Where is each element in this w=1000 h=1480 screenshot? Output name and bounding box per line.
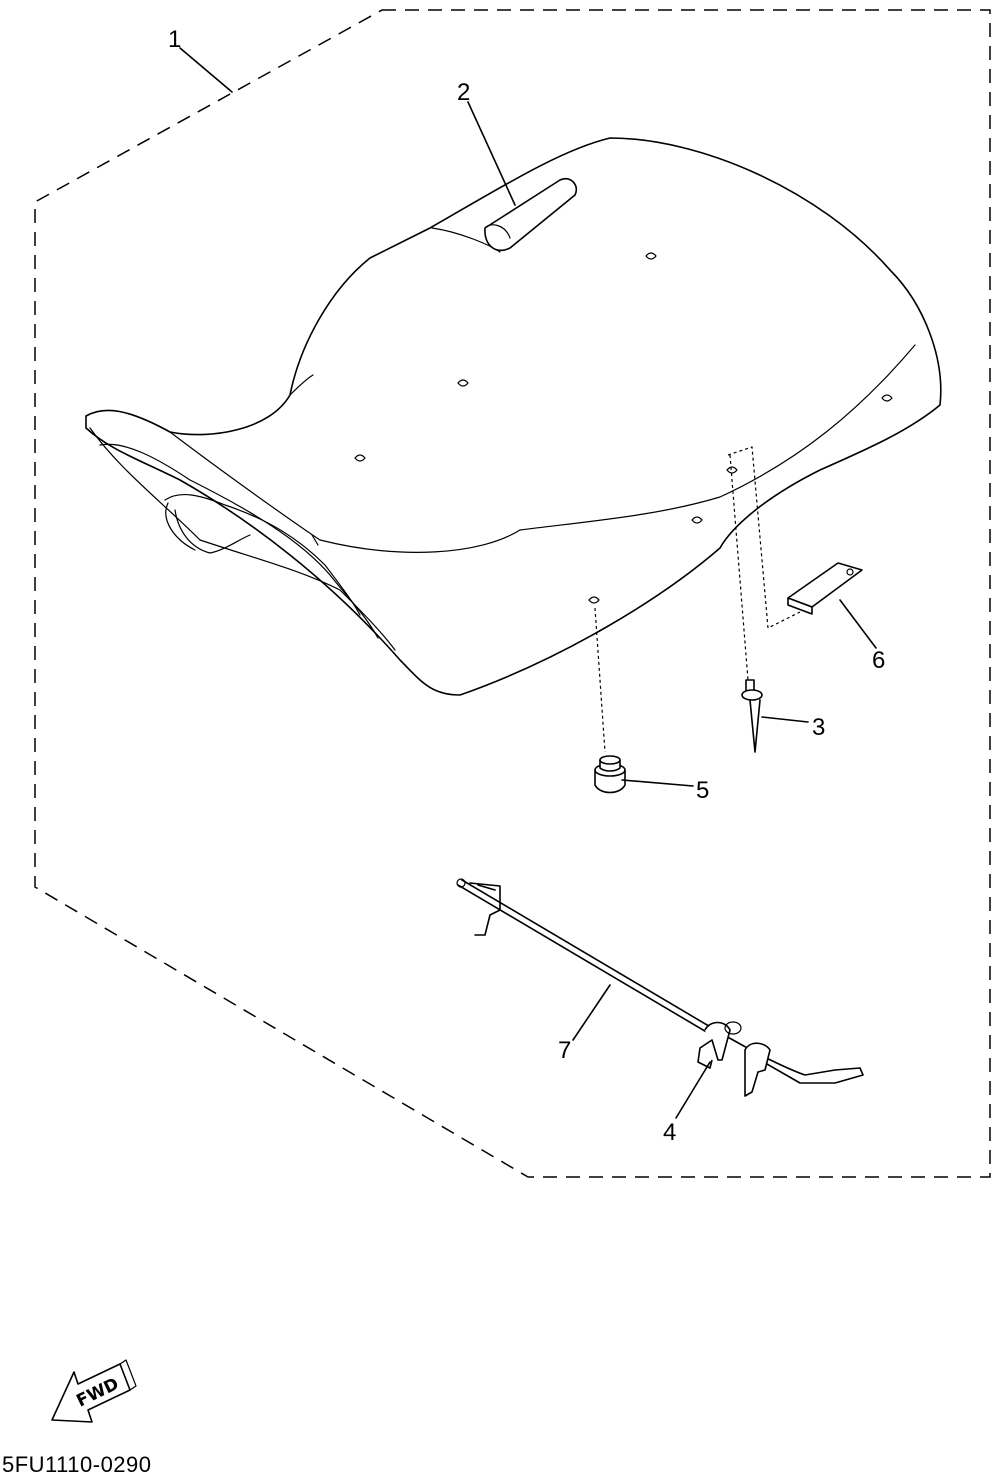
guide-line-bracket [727,446,801,629]
guide-line-damper [594,607,606,753]
leader-1 [179,47,233,93]
guide-line-rivet [729,454,749,681]
leader-2 [467,101,516,206]
leader-3 [761,716,809,723]
diagram-code: 5FU1110-0290 [2,1452,152,1477]
callout-4: 4 [663,1119,676,1146]
leader-6 [839,599,877,649]
leader-4 [675,1061,711,1119]
callout-2: 2 [457,79,470,106]
seat-lock-bracket [697,1021,771,1097]
plate [787,562,863,615]
callout-7: 7 [558,1037,571,1064]
callout-1: 1 [168,26,181,53]
callout-5: 5 [696,777,709,804]
seat-strap [484,177,578,252]
rivet [741,679,763,753]
callout-6: 6 [872,647,885,674]
seat-lock-rod [456,878,864,1084]
leader-7 [572,984,611,1041]
fwd-arrow-icon: FWD [51,1359,137,1423]
leader-5 [621,779,694,787]
assembly-boundary [34,9,991,1178]
damper [594,755,626,794]
callout-3: 3 [812,714,825,741]
seat-assembly [85,137,942,696]
